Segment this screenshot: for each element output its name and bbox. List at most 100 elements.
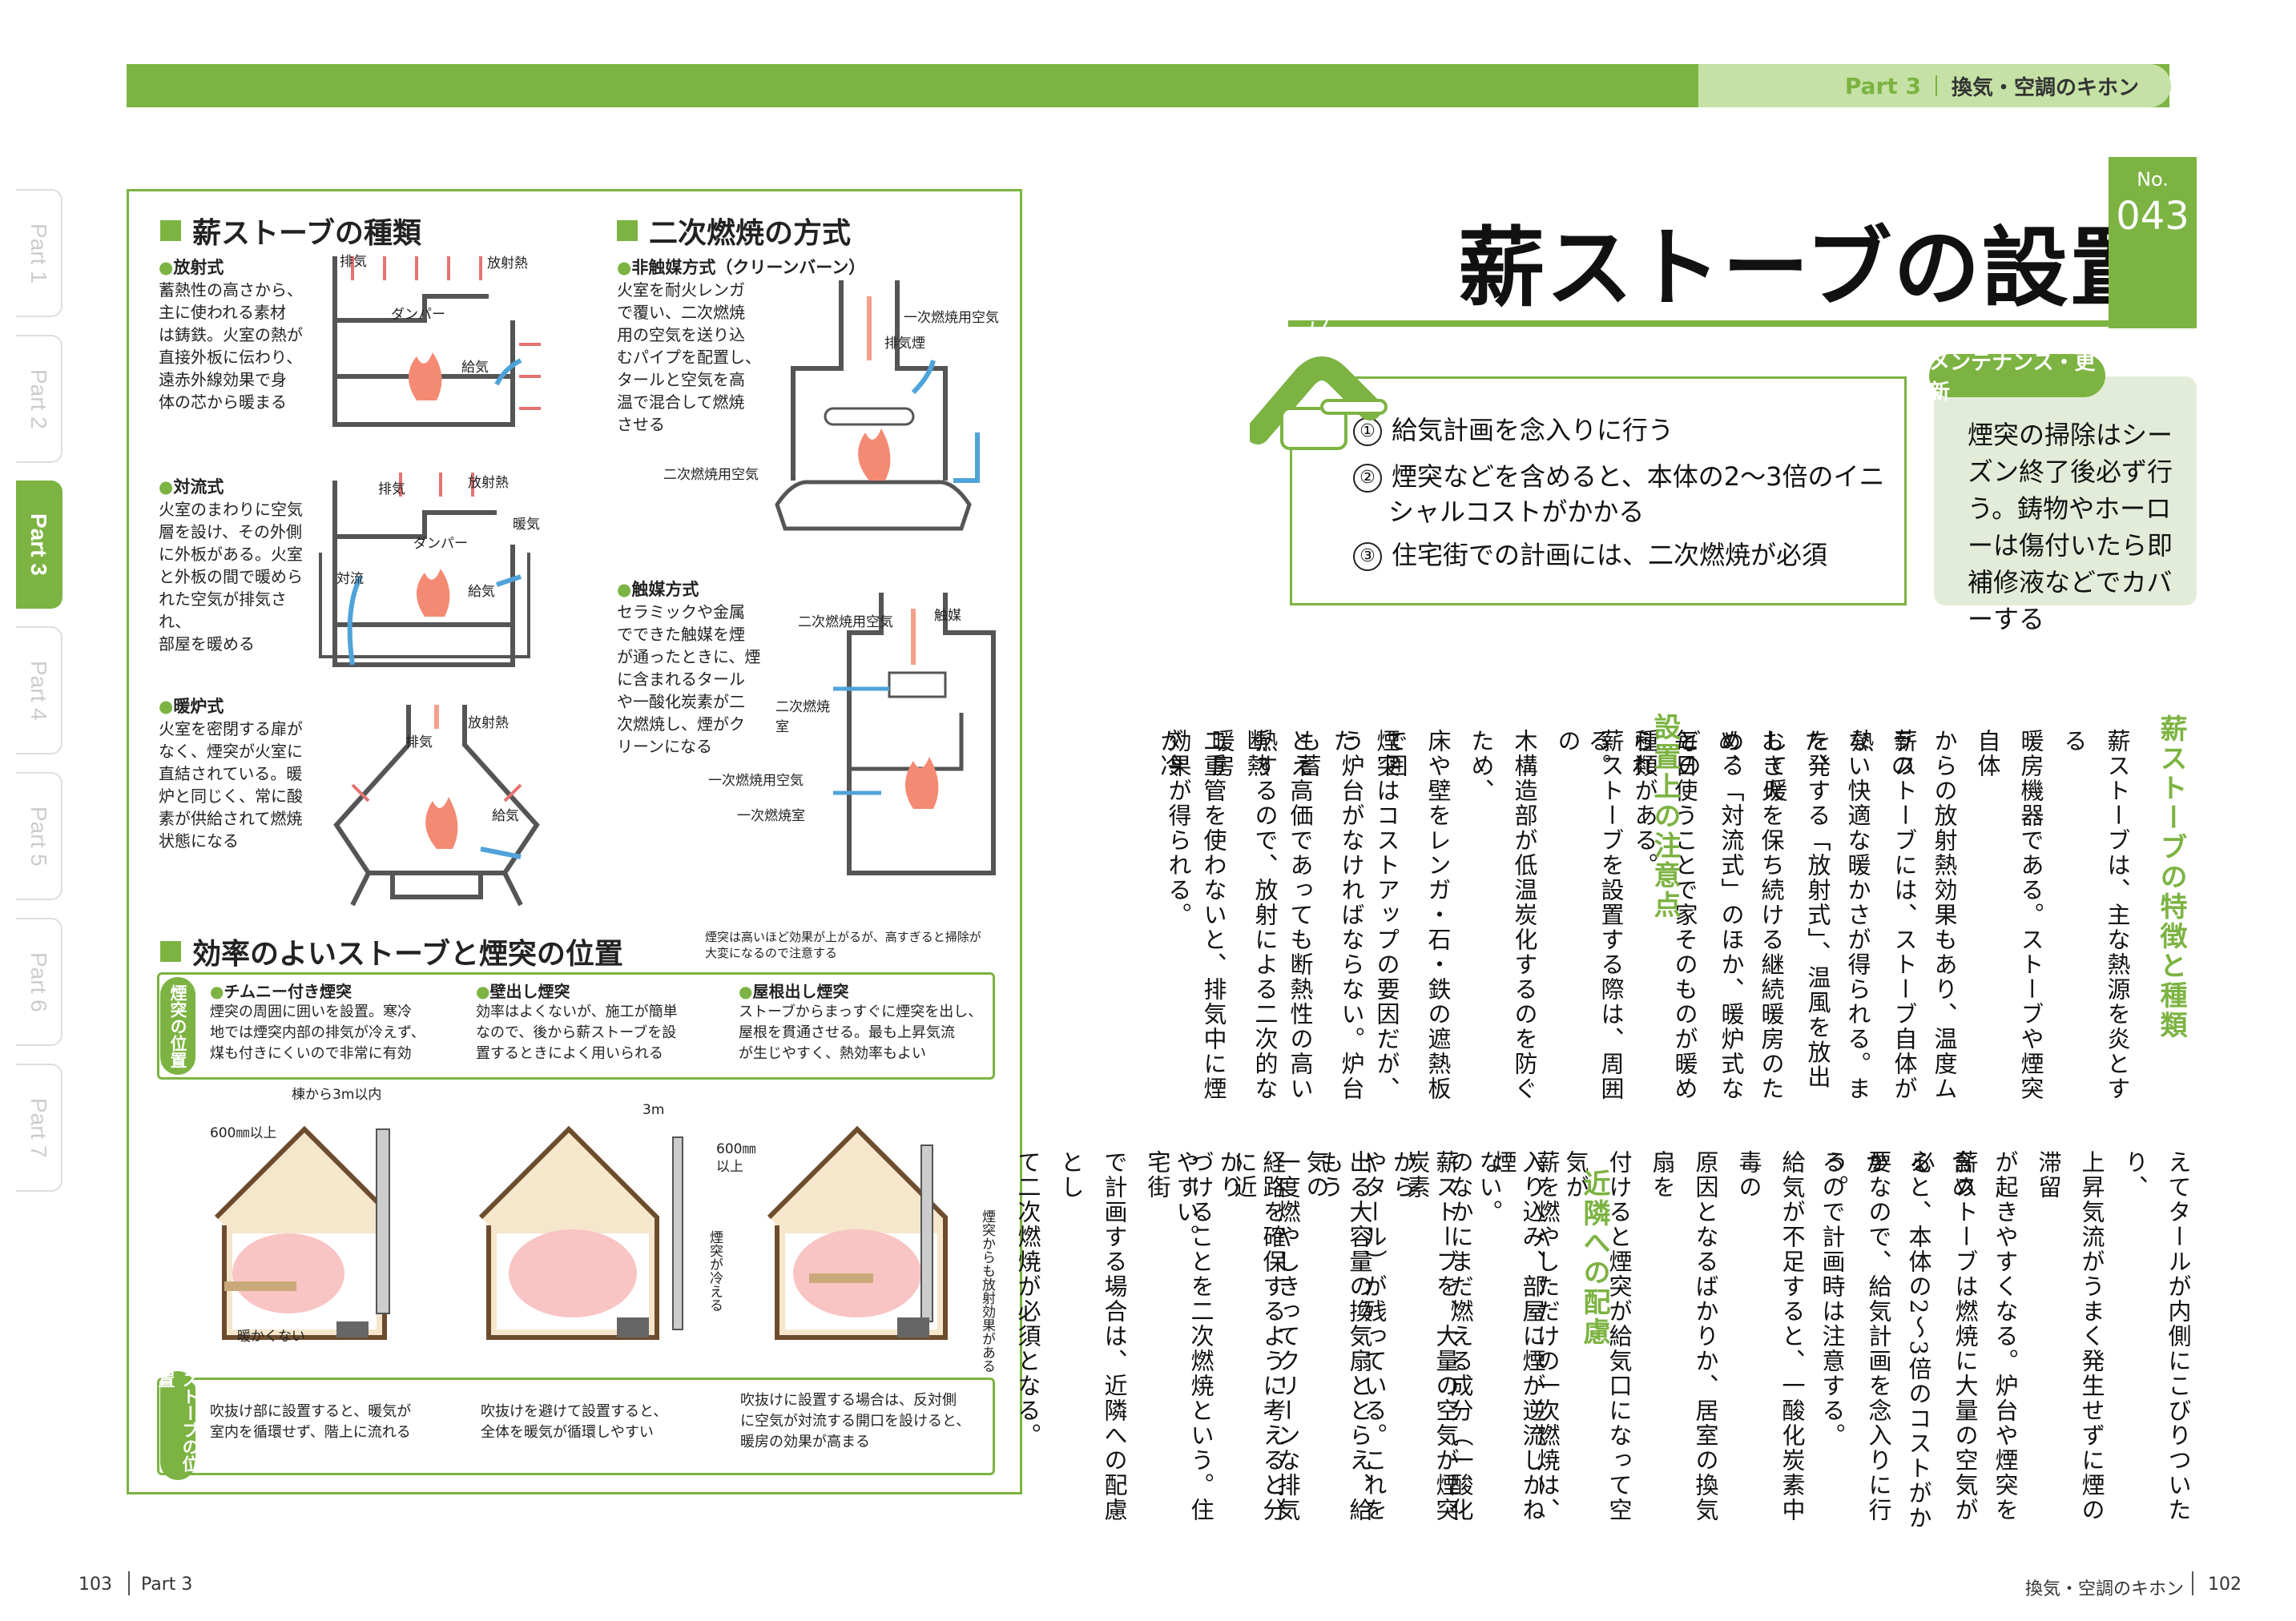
tab-part-1[interactable]: Part 1 [16,189,62,317]
label-primary-chamber: 一次燃焼室 [737,808,805,824]
page-title: 薪ストーブの設置 [1458,219,2158,319]
maintenance-box [1934,376,2197,605]
footer-divider-left [128,1571,130,1595]
maintenance-tag: メンテナンス・更新 [1929,351,2105,404]
label-exhaust-2: 排気 [378,481,405,497]
label-3m: 3m [642,1102,665,1118]
point-2-cont: シャルコストがかかる [1388,497,1645,527]
paragraph-4: 煙突はコストアップの要因だが、たとえ高価であっても断熱性の高い断熱二重管を使わな… [1157,729,1400,1101]
label-warm-air: 暖気 [513,517,540,533]
label-intake-3: 給気 [492,808,519,824]
heading-features: 薪ストーブの特徴と種類 [2155,714,2187,1040]
chimney-type-1: ●チムニー付き煙突 煙突の周囲に囲いを設置。寒冷地では煙突内部の排気が冷えず、煤… [210,982,425,1062]
label-radiant-3: 放射熱 [468,715,509,731]
paragraph-6: 薪ストーブは燃焼に大量の空気が必要なので、給気計画を念入りに行う。給気が不足する… [1173,1150,1979,1522]
chimney-type-2: ●壁出し煙突 効率はよくないが、施工が簡単なので、後から薪ストーブを設置するとき… [476,982,678,1062]
diagram-catalytic [833,593,996,875]
burn-catalytic-name: ●触媒方式 [617,580,699,599]
label-secondary-air-2: 二次燃焼用空気 [798,614,893,630]
label-convection: 対流 [336,571,364,587]
tab-part-2[interactable]: Part 2 [16,335,62,463]
house-diagram-2 [478,1125,683,1340]
figure-box [127,189,1022,1494]
paragraph-2: 薪ストーブには、ストーブ自体が熱を発する「放射式」、温風を放出して暖める「対流式… [1631,729,1918,1101]
type-convection: ●対流式 火室のまわりに空気層を設け、その外側に外板がある。火室 と外板の間で暖… [159,474,319,655]
label-primary-air: 一次燃焼用空気 [904,310,999,326]
chimney-types-box [157,972,995,1080]
label-damper-2: ダンパー [413,536,468,552]
heading-neighbors: 近隣への配慮 [1578,1169,1610,1347]
paragraph-1: 薪ストーブは、主な熱源を炎とする暖房機器である。ストーブや煙突自体からの放射熱効… [1585,729,2131,1101]
label-600-1: 600㎜以上 [210,1125,277,1141]
label-above: 以上 [716,1159,743,1175]
section-chimney-position: 効率のよいストーブと煙突の位置 [160,931,623,972]
article-number: 043 [2116,194,2189,239]
burn-non-catalytic: ●非触媒方式（クリーンバーン） 火室を耐火レンガで覆い、二次燃焼用の空気を送り込… [617,255,905,436]
tab-part-4[interactable]: Part 4 [16,626,62,754]
label-radiates: 煙突からも放射効果がある [979,1209,995,1373]
section-note: 煙突は高いほど効果が上がるが、高すぎると掃除が大変になるので注意する [705,930,981,960]
type-convection-desc: 火室のまわりに空気層を設け、その外側に外板がある。火室 と外板の間で暖められた空… [159,500,303,654]
label-cools: 煙突が冷える [707,1230,723,1312]
burn-non-catalytic-name: ●非触媒方式（クリーンバーン） [617,258,866,277]
tab-part-5[interactable]: Part 5 [16,772,62,900]
page-number-right: 102 [2208,1575,2242,1595]
tab-part-7[interactable]: Part 7 [16,1064,62,1192]
maintenance-text: 煙突の掃除はシーズン終了後必ず行う。鋳物やホーローは傷付いたら即補修液などでカバ… [1968,420,2173,634]
heading-cautions: 設置上の注意点 [1649,713,1681,920]
label-radiant-1: 放射熱 [487,255,528,272]
label-primary-air-2: 一次燃焼用空気 [708,773,804,789]
house-diagram-3 [767,1125,948,1340]
type-radiant-desc: 蓄熱性の高さから、主に使われる素材は鋳鉄。火室の熱が 直接外板に伝わり、遠赤外線… [159,280,303,412]
chimney-pill: 煙突の位置 [160,977,195,1075]
paragraph-5: えてタールが内側にこびりついたり、上昇気流がうまく発生せずに煙の滞留が起きやすく… [1819,1150,2192,1530]
paragraph-3: 薪ストーブを設置する際は、周囲の木構造部が低温炭化するのを防ぐため、床や壁をレン… [1165,729,1625,1101]
label-intake-1: 給気 [461,360,489,376]
page-number-left: 103 [79,1575,112,1595]
house-diagram-1 [214,1125,390,1340]
title-underline [1288,320,2115,327]
article-number-badge: No. 043 [2109,157,2197,328]
burn-non-catalytic-desc: 火室を耐火レンガで覆い、二次燃焼用の空気を送り込 むパイプを配置し、タールと空気… [617,280,761,434]
type-fireplace: ●暖炉式 火室を密閉する扉がなく、煙突が火室に直結されている。暖 炉と同じく、常… [159,694,319,852]
stove-pill: ストーブの位置 [156,1371,199,1480]
stove-position-2: 吹抜けを避けて設置すると、全体を暖気が循環しやすい [481,1403,668,1441]
burn-catalytic: ●触媒方式 セラミックや金属でできた触媒を煙が通ったときに、煙 に含まれるタール… [617,577,777,758]
type-radiant-name: ●放射式 [159,258,224,277]
tab-part-3[interactable]: Part 3 [16,481,62,609]
label-damper-1: ダンパー [391,307,445,323]
type-fireplace-desc: 火室を密閉する扉がなく、煙突が火室に直結されている。暖 炉と同じく、常に酸素が供… [159,719,303,851]
burn-catalytic-desc: セラミックや金属でできた触媒を煙が通ったときに、煙 に含まれるタールや一酸化炭素… [617,602,761,756]
chimney-type-3: ●屋根出し煙突 ストーブからまっすぐに煙突を出し、屋根を貫通させる。最も上昇気流… [739,982,983,1062]
header-part: Part 3 [1844,72,1921,99]
label-catalyst: 触媒 [934,608,961,624]
no-label: No. [2137,168,2169,191]
diagram-convection-stove [319,473,530,667]
label-exhaust-3: 排気 [405,734,433,750]
section-marker [617,220,638,241]
label-intake-2: 給気 [468,584,495,600]
tab-part-6[interactable]: Part 6 [16,918,62,1046]
type-radiant: ●放射式 蓄熱性の高さから、主に使われる素材は鋳鉄。火室の熱が 直接外板に伝わり… [159,255,319,413]
paragraph-7: 薪を燃やしただけの一次燃焼は、煙のなかにまだ燃える成分（一酸化炭素やタール）が残… [1014,1150,1561,1522]
stove-position-1: 吹抜け部に設置すると、暖気が室内を循環せず、階上に流れる [210,1403,412,1441]
header-separator [1935,75,1937,96]
pointing-hand-icon [1250,356,1388,450]
label-exhaust-1: 排気 [340,254,367,270]
footer-part: Part 3 [141,1575,193,1595]
section-marker [160,220,181,241]
footer-title: 換気・空調のキホン [2025,1579,2185,1599]
label-ridge: 棟から3m以内 [292,1087,382,1103]
section-marker [160,941,181,962]
diagram-fireplace-stove [333,705,540,907]
section-secondary-burn: 二次燃焼の方式 [617,210,851,251]
label-exhaust-smoke: 排気煙 [884,336,925,352]
label-secondary-air: 二次燃焼用空気 [663,467,759,483]
diagram-radiant-stove [332,256,541,427]
label-cold: 暖かくない [237,1329,305,1345]
type-fireplace-name: ●暖炉式 [159,697,224,716]
label-radiant-2: 放射熱 [468,475,509,491]
